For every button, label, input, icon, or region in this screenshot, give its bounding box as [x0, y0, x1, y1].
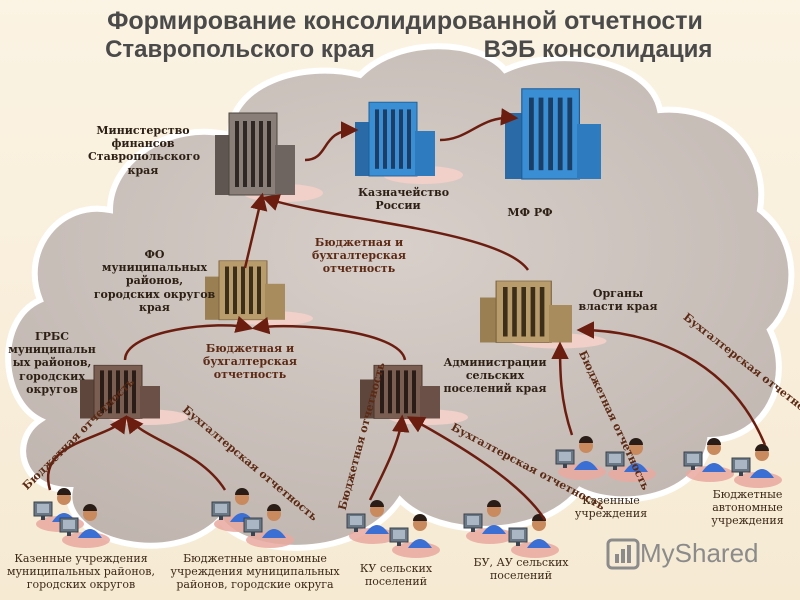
arrow-ku-sp-to-admin — [368, 414, 410, 501]
arrow-bau-uchr-to-organy — [576, 321, 767, 446]
watermark-text: MyShared — [640, 538, 759, 568]
label-grbs: ГРБС муниципальн ых районов, городских о… — [8, 330, 96, 396]
page-subtitle-left: Ставропольского края — [105, 36, 375, 63]
label-admin-sp: Администрации сельских поселений края — [443, 356, 547, 396]
arrow-kaz-mun-to-grbs — [46, 415, 127, 491]
label-mf-rf: МФ РФ — [507, 206, 553, 219]
label-bu-au-sp: БУ, АУ сельских поселений — [473, 556, 569, 583]
edge-label-top: Бюджетная и бухгалтерская отчетность — [312, 236, 406, 276]
arrow-kazn-to-mfrf — [439, 108, 519, 142]
arrow-admin-to-fo — [251, 317, 407, 361]
label-kaz-uchr: Казенные учреждения — [574, 494, 648, 521]
label-bau-mun: Бюджетные автономные учреждения муниципа… — [170, 552, 340, 592]
arrow-grbs-to-fo — [123, 315, 254, 361]
label-fo-mun: ФО муниципальных районов, городских окру… — [93, 248, 216, 314]
page-subtitle-right: ВЭБ консолидация — [483, 36, 713, 63]
label-bau-uchr: Бюджетные автономные учреждения — [711, 488, 784, 528]
label-kaznacheystvo: Казначейство России — [358, 186, 450, 213]
arrow-bu-au-sp-to-admin — [406, 416, 547, 521]
myshared-logo-icon — [606, 538, 640, 570]
arrow-minfin-to-kazn — [304, 121, 359, 162]
label-kaz-uchr-mun: Казенные учреждения муниципальных районо… — [7, 552, 155, 592]
arrow-kaz-uchr-to-organy — [551, 341, 574, 436]
label-organy-vlasti: Органы власти края — [578, 287, 658, 314]
building-kaznacheystvo — [354, 101, 463, 184]
edge-label-mid: Бюджетная и бухгалтерская отчетность — [203, 342, 297, 382]
arrow-bau-mun-to-grbs — [125, 415, 227, 491]
person-icon — [731, 443, 783, 489]
label-minfin-sk: Министерство финансов Ставропольского кр… — [88, 124, 201, 177]
arrow-fo-to-minfin — [243, 192, 268, 269]
label-ku-sp: КУ сельских поселений — [359, 562, 433, 589]
arrow-organy-to-minfin — [261, 194, 530, 271]
page-title: Формирование консолидированной отчетност… — [107, 7, 703, 35]
